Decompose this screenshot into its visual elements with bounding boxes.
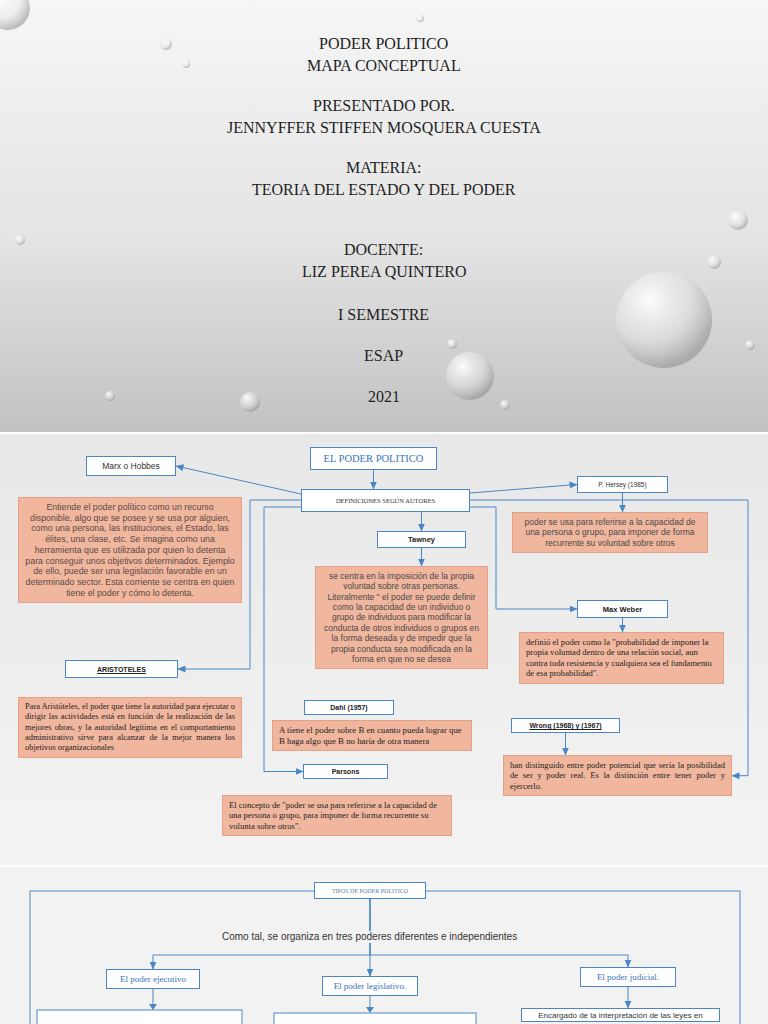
text-box: A tiene el poder sobre B en cuanto pueda… [272, 720, 472, 751]
frame-line [426, 891, 740, 1024]
concept-box: P. Hersey (1985) [577, 476, 668, 493]
node-text: El poder ejecutivo [120, 974, 186, 984]
node-text: han distinguido entre poder potencial qu… [510, 760, 725, 791]
node-text: Para Aristóteles, el poder que tiene la … [25, 702, 235, 753]
water-drop [160, 38, 172, 50]
text-box: El concepto de "poder se usa para referi… [222, 795, 452, 836]
connector [565, 733, 566, 755]
node-text: DEFINICIONES SEGÚN AUTORES [336, 497, 435, 504]
water-drop [0, 0, 30, 30]
node-text: EL PODER POLITICO [324, 453, 424, 464]
water-drop [616, 272, 712, 368]
water-drop [446, 352, 494, 400]
node-text: se centra en la imposición de la propia … [322, 571, 481, 664]
text-box: han distinguido entre poder potencial qu… [503, 755, 732, 796]
slide-text: 2021 [368, 388, 400, 406]
connector [470, 500, 748, 776]
concept-box: EL PODER POLITICO [310, 447, 437, 470]
water-drop [105, 391, 115, 401]
water-drop [745, 340, 755, 350]
connector [470, 485, 577, 494]
node-text: Wrong (1968) y (1967) [529, 722, 601, 729]
concept-box: TIPOS DE PODER POLITICO [314, 882, 426, 899]
node-text: A tiene el poder sobre B en cuanto pueda… [279, 725, 465, 746]
slide-text: TEORIA DEL ESTADO Y DEL PODER [252, 181, 515, 199]
node-text: Tawney [408, 535, 435, 544]
concept-box: ARISTOTELES [65, 660, 178, 678]
connector [176, 466, 301, 494]
connector [421, 512, 422, 531]
node-text: El poder judicial. [597, 972, 659, 982]
connector [421, 548, 422, 566]
node-text: definió el poder como la "probabilidad d… [526, 637, 717, 679]
text-box: Para Aristóteles, el poder que tiene la … [18, 697, 242, 758]
text-box: poder se usa para referirse a la capacid… [512, 512, 708, 553]
connector [622, 618, 623, 632]
cut-off-box [274, 1013, 476, 1024]
concept-box: DEFINICIONES SEGÚN AUTORES [301, 489, 470, 512]
water-drop [447, 339, 457, 349]
slide-text: I SEMESTRE [338, 306, 429, 324]
water-drop [728, 210, 748, 230]
node-text: Dahl (1957) [330, 704, 367, 711]
node-text: Parsons [332, 768, 360, 775]
node-text: Max Weber [603, 605, 642, 614]
connector [628, 987, 629, 1008]
concept-box: Wrong (1968) y (1967) [511, 718, 620, 733]
text-box: definió el poder como la "probabilidad d… [519, 632, 724, 684]
water-drop [240, 392, 260, 412]
concept-box: Max Weber [577, 600, 668, 618]
node-text: El concepto de "poder se usa para referi… [229, 800, 445, 831]
slide-title: PODER POLITICO [319, 35, 448, 53]
concept-box: El poder ejecutivo [106, 969, 200, 989]
water-drops [0, 0, 755, 412]
water-drop [416, 14, 424, 22]
water-drop [500, 400, 510, 410]
connector [622, 493, 623, 512]
arrowhead [366, 1007, 374, 1013]
node-text: ARISTOTELES [97, 666, 146, 673]
node-text: El poder legislativo. [334, 981, 407, 991]
water-drop [707, 255, 721, 269]
slide-text: DOCENTE: [344, 241, 423, 259]
text-box: Entiende el poder político como un recur… [18, 497, 242, 603]
concept-box: El poder judicial. [580, 967, 676, 987]
concept-box: Tawney [377, 531, 466, 548]
concept-box: El poder legislativo. [322, 976, 418, 996]
branch-line [153, 989, 154, 1006]
slide-text: JENNYFFER STIFFEN MOSQUERA CUESTA [227, 119, 541, 137]
concept-box: Parsons [303, 764, 388, 779]
slide-text: MATERIA: [346, 159, 422, 177]
slide-text: PRESENTADO POR. [313, 97, 455, 115]
connector [373, 470, 374, 489]
node-text: poder se usa para referirse a la capacid… [519, 517, 701, 548]
arrowhead [149, 1004, 157, 1010]
node-text: Encargado de la interpretación de las le… [538, 1011, 703, 1020]
concept-box: Dahl (1957) [304, 700, 394, 715]
text-box: se centra en la imposición de la propia … [315, 566, 488, 669]
connector-note: Como tal, se organiza en tres poderes di… [218, 931, 521, 943]
slide-text: ESAP [364, 347, 403, 365]
node-text: Entiende el poder político como un recur… [25, 502, 235, 598]
cut-off-box [37, 1010, 242, 1024]
node-text: P. Hersey (1985) [598, 481, 646, 488]
node-text: Marx o Hobbes [102, 461, 160, 471]
frame-line [30, 891, 314, 1024]
slide-text: MAPA CONCEPTUAL [307, 57, 461, 75]
node-text: TIPOS DE PODER POLITICO [332, 888, 408, 894]
water-drop [15, 235, 25, 245]
concept-box: Marx o Hobbes [86, 456, 176, 476]
water-drop [182, 60, 190, 68]
concept-box: Encargado de la interpretación de las le… [521, 1008, 720, 1022]
slide-text: LIZ PEREA QUINTERO [302, 263, 466, 281]
